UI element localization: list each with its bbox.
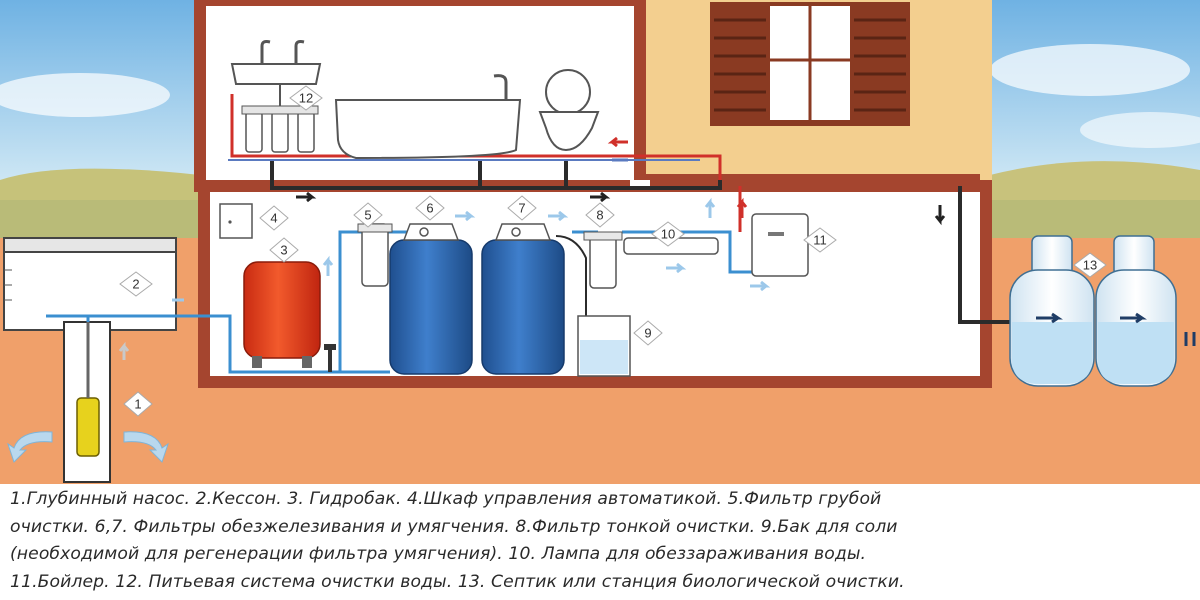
flow-arrows (118, 136, 946, 360)
cloud (0, 73, 170, 117)
label-11: 11 (803, 227, 837, 253)
svg-text:8: 8 (596, 208, 603, 223)
faucet (294, 40, 305, 64)
faucet (260, 40, 271, 64)
label-8: 8 (585, 202, 615, 228)
iron-removal-filter (389, 239, 473, 375)
svg-text:11: 11 (813, 233, 827, 248)
control-cabinet (219, 203, 253, 239)
label-5: 5 (353, 202, 383, 228)
legend-caption: 1.Глубинный насос. 2.Кессон. 3. Гидробак… (10, 486, 1190, 598)
label-1: 1 (123, 391, 153, 417)
label-12: 12 (289, 85, 323, 111)
flow-arrow-icon (123, 431, 169, 463)
svg-text:9: 9 (644, 326, 651, 341)
svg-text:4: 4 (270, 211, 277, 226)
caption-line: очистки. 6,7. Фильтры обезжелезивания и … (10, 516, 898, 537)
label-4: 4 (259, 205, 289, 231)
caption-line: 11.Бойлер. 12. Питьевая система очистки … (10, 571, 905, 592)
svg-text:2: 2 (132, 277, 139, 292)
cloud (1080, 112, 1200, 148)
label-6: 6 (415, 195, 445, 221)
softener-filter (481, 239, 565, 375)
water-supply-diagram: 1 2 3 4 5 6 7 8 9 10 11 12 13 (0, 0, 1200, 484)
label-2: 2 (119, 271, 153, 297)
septic-tank-1 (1009, 235, 1095, 387)
bathtub (334, 99, 522, 160)
svg-text:13: 13 (1083, 258, 1097, 273)
hydro-tank (243, 261, 321, 359)
deep-well-pump (76, 397, 100, 457)
label-9: 9 (633, 320, 663, 346)
toilet-bowl (538, 111, 600, 152)
caption-line: (необходимой для регенерации фильтра умя… (10, 544, 867, 564)
label-3: 3 (269, 237, 299, 263)
drinking-filter-system (241, 84, 319, 153)
septic-tank-2 (1095, 235, 1177, 387)
svg-text:1: 1 (134, 397, 141, 412)
svg-text:7: 7 (518, 201, 525, 216)
cloud (990, 44, 1190, 96)
svg-text:3: 3 (280, 243, 287, 258)
svg-text:12: 12 (299, 91, 313, 106)
svg-text:6: 6 (426, 201, 433, 216)
coarse-filter (361, 223, 389, 287)
fine-filter (589, 235, 617, 289)
sink (230, 63, 322, 85)
boiler (751, 213, 809, 277)
caption-line: 1.Глубинный насос. 2.Кессон. 3. Гидробак… (10, 489, 882, 509)
toilet-tank (545, 69, 591, 115)
label-10: 10 (651, 221, 685, 247)
label-13: 13 (1073, 252, 1107, 278)
svg-text:5: 5 (364, 208, 371, 223)
septic-flow-arrows (1036, 312, 1196, 346)
window-shutters (714, 18, 906, 112)
flow-arrow-icon (7, 431, 53, 463)
distribution-pipe (270, 160, 1010, 324)
svg-text:10: 10 (661, 227, 675, 242)
bath-faucet (493, 74, 508, 100)
label-7: 7 (507, 195, 537, 221)
